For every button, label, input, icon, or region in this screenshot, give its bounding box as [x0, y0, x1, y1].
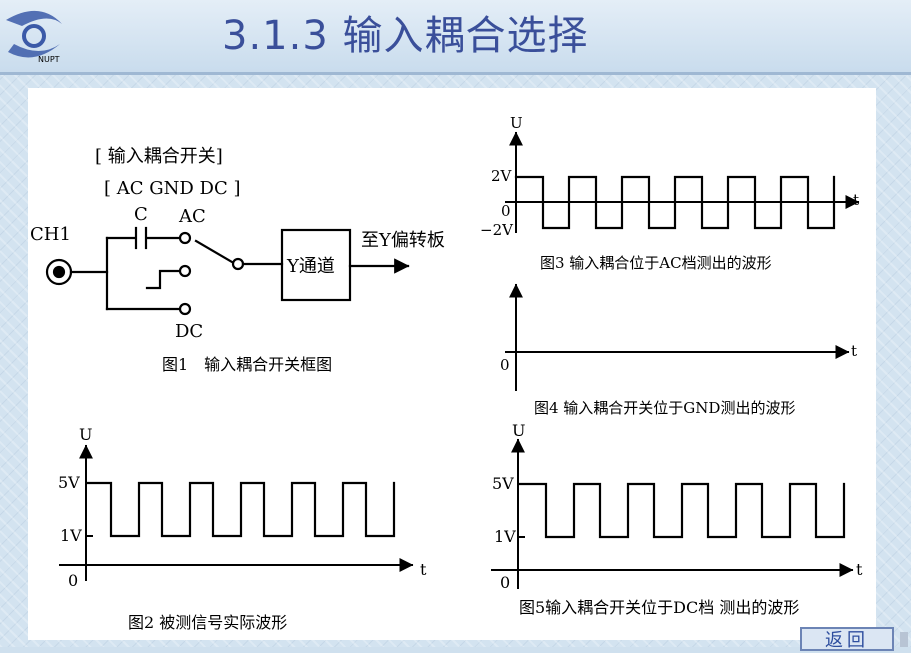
fig2-y-high: 5V — [58, 473, 80, 492]
switch-options: [ AC GND DC ] — [104, 178, 240, 199]
capacitor-label: C — [134, 204, 148, 225]
fig5-labels: U t 5V 1V 0 图5输入耦合开关位于DC档 测出的波形 — [492, 421, 863, 617]
back-button[interactable]: 返回 — [800, 627, 894, 651]
fig3-y-low: −2V — [480, 221, 514, 239]
fig2-y-low: 1V — [60, 526, 82, 545]
dc-label: DC — [175, 321, 203, 342]
fig2-u-label: U — [79, 425, 92, 444]
fig5-origin: 0 — [500, 573, 510, 592]
fig2-labels: U t 5V 1V 0 图2 被测信号实际波形 — [58, 425, 427, 632]
fig5-y-low: 1V — [494, 527, 516, 546]
nupt-logo-icon: NUPT — [6, 10, 62, 64]
header-bar: NUPT 3.1.3 输入耦合选择 — [0, 0, 911, 75]
fig1-caption: 图1 输入耦合开关框图 — [162, 355, 332, 374]
fig4-axes — [505, 283, 850, 391]
fig2-t-label: t — [420, 560, 427, 579]
input-label: CH1 — [30, 224, 71, 245]
fig3-labels: U t 2V 0 −2V 图3 输入耦合位于AC档测出的波形 — [480, 114, 859, 272]
fig2-axes — [59, 444, 414, 581]
fig4-t-label: t — [851, 342, 857, 360]
fig3-y-zero: 0 — [501, 202, 511, 220]
fig5-waveform — [518, 482, 846, 539]
fig4-caption: 图4 输入耦合开关位于GND测出的波形 — [534, 399, 795, 417]
gnd-contact — [178, 264, 192, 278]
switch-blade — [194, 239, 234, 264]
fig3-u-label: U — [510, 114, 523, 132]
page-title: 3.1.3 输入耦合选择 — [222, 13, 589, 59]
fig1-labels: [ 输入耦合开关] [ AC GND DC ] C AC DC CH1 Y通道 … — [30, 146, 445, 374]
dc-contact — [178, 302, 192, 316]
ac-contact — [178, 231, 192, 245]
switch-label: [ 输入耦合开关] — [95, 146, 223, 167]
fig4-labels: t 0 图4 输入耦合开关位于GND测出的波形 — [500, 342, 857, 417]
ac-label: AC — [178, 206, 206, 227]
fig3-axes — [505, 131, 860, 233]
input-jack-inner — [52, 265, 66, 279]
y-channel-label: Y通道 — [286, 256, 335, 277]
logo-text: NUPT — [38, 55, 60, 64]
gnd-wire — [145, 269, 181, 290]
fig2-caption: 图2 被测信号实际波形 — [128, 613, 287, 632]
content-panel — [28, 88, 876, 640]
fig1-block-diagram — [45, 226, 410, 316]
fig5-caption: 图5输入耦合开关位于DC档 测出的波形 — [519, 598, 799, 617]
fig3-y-high: 2V — [491, 167, 513, 185]
fig4-origin: 0 — [500, 356, 510, 374]
fig2-waveform — [86, 481, 396, 538]
fig5-t-label: t — [856, 560, 863, 579]
output-label: 至Y偏转板 — [361, 230, 445, 251]
switch-pivot — [231, 257, 245, 271]
fig3-t-label: t — [853, 191, 859, 209]
fig5-y-high: 5V — [492, 474, 514, 493]
fig5-u-label: U — [512, 421, 525, 440]
fig3-caption: 图3 输入耦合位于AC档测出的波形 — [540, 254, 772, 272]
fig2-origin: 0 — [68, 571, 78, 590]
fig3-waveform — [514, 175, 836, 230]
scroll-handle[interactable] — [900, 632, 908, 647]
